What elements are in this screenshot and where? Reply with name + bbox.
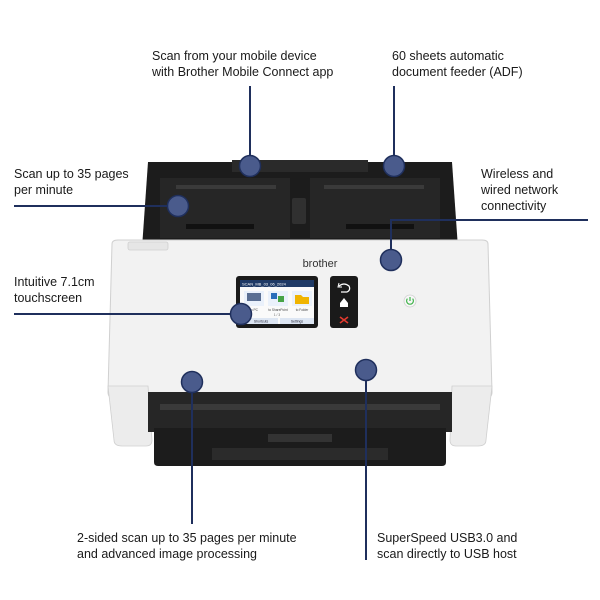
callout-dots — [166, 154, 406, 394]
callout-text: with Brother Mobile Connect app — [152, 65, 334, 79]
back-icon — [337, 282, 351, 293]
callout-duplex: 2-sided scan up to 35 pages per minute a… — [77, 530, 297, 562]
callout-dot-adf — [382, 154, 406, 178]
callout-text: wired network — [481, 183, 559, 197]
tile-label: to Folder — [296, 308, 310, 312]
side-button-panel — [330, 276, 358, 328]
callout-dot-usb — [354, 358, 378, 382]
callout-network: Wireless and wired network connectivity — [481, 166, 558, 214]
callout-dot-network — [379, 248, 403, 272]
callout-text: document feeder (ADF) — [392, 65, 523, 79]
callout-text: Wireless and — [481, 167, 554, 181]
callout-mobile: Scan from your mobile device with Brothe… — [152, 48, 333, 80]
callout-dot-speed — [166, 194, 190, 218]
pager: 1 / 3 — [274, 313, 280, 317]
callout-dot-touchscreen — [229, 302, 253, 326]
callout-speed: Scan up to 35 pages per minute — [14, 166, 129, 198]
callout-dot-duplex — [180, 370, 204, 394]
settings-button: Settings — [291, 320, 304, 324]
callout-touchscreen: Intuitive 7.1cm touchscreen — [14, 274, 95, 306]
callout-text: 2-sided scan up to 35 pages per minute — [77, 531, 297, 545]
touchscreen: SCAN_MB_03_06_2024 to PC to SharePoint t… — [236, 276, 318, 328]
stop-icon — [339, 316, 349, 324]
output-tray — [148, 392, 452, 466]
callout-text: connectivity — [481, 199, 547, 213]
power-button — [403, 294, 417, 308]
callout-text: and advanced image processing — [77, 547, 257, 561]
callout-usb: SuperSpeed USB3.0 and scan directly to U… — [377, 530, 517, 562]
adf-feeder-tray — [142, 160, 458, 248]
tile-label: to PC — [250, 308, 259, 312]
brand-logo: brother — [303, 258, 338, 270]
screen-header: SCAN_MB_03_06_2024 — [242, 282, 287, 287]
callout-lines — [14, 86, 588, 560]
callout-text: scan directly to USB host — [377, 547, 517, 561]
home-icon — [340, 298, 348, 307]
callout-text: Intuitive 7.1cm — [14, 275, 95, 289]
callout-text: SuperSpeed USB3.0 and — [377, 531, 518, 545]
callout-adf: 60 sheets automatic document feeder (ADF… — [392, 48, 523, 80]
callout-text: Scan up to 35 pages — [14, 167, 129, 181]
shortcuts-button: Shortcuts — [254, 320, 269, 324]
callout-text: Scan from your mobile device — [152, 49, 317, 63]
callout-text: touchscreen — [14, 291, 83, 305]
callout-dot-mobile — [238, 154, 262, 178]
callout-text: per minute — [14, 183, 74, 197]
callout-text: 60 sheets automatic — [392, 49, 504, 63]
tile-label: to SharePoint — [268, 308, 287, 312]
